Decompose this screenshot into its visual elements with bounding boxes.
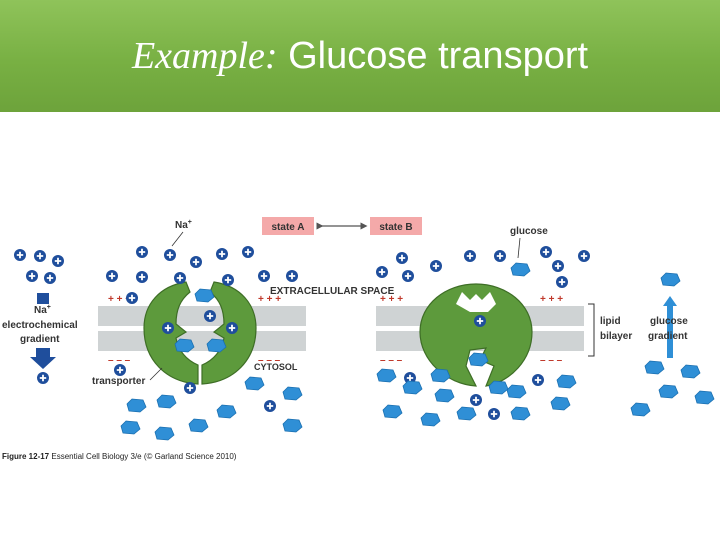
glucose-gradient-label-2: gradient <box>648 331 688 342</box>
svg-text:+ + +: + + + <box>258 294 281 305</box>
cytosol-label: CYTOSOL <box>254 362 298 372</box>
title-topic: Glucose transport <box>288 35 589 77</box>
svg-text:+ + +: + + + <box>540 294 563 305</box>
membrane-left <box>98 306 306 351</box>
svg-text:– – –: – – – <box>380 355 403 366</box>
down-arrow-icon <box>30 348 56 369</box>
electrochemical-label: electrochemical <box>2 320 78 331</box>
bilayer-label: bilayer <box>600 331 632 342</box>
svg-text:– – –: – – – <box>108 355 131 366</box>
up-arrow-icon <box>663 296 677 358</box>
state-a-label: state A <box>272 222 305 233</box>
svg-text:– – –: – – – <box>258 355 281 366</box>
title-example: Example: <box>131 35 278 77</box>
bilayer-bracket <box>588 303 595 357</box>
na-square-icon <box>37 293 49 304</box>
glucose-label: glucose <box>510 226 548 237</box>
svg-text:– – –: – – – <box>540 355 563 366</box>
na-label: Na+ <box>175 219 192 231</box>
na-pointer <box>171 231 184 247</box>
figure-caption: Figure 12-17 Essential Cell Biology 3/e … <box>2 452 237 461</box>
glucose-gradient-label: glucose <box>650 316 688 327</box>
slide-title: Example: Glucose transport <box>0 34 720 78</box>
gradient-label: gradient <box>20 334 60 345</box>
glucose-transport-figure: + + + + + + + + + + + + – – – – – – – – – – … <box>2 217 715 441</box>
transporter-pointer <box>149 367 163 381</box>
transporter-label: transporter <box>92 376 145 387</box>
svg-text:+ + +: + + + <box>380 294 403 305</box>
state-a-box <box>262 217 314 235</box>
extracellular-space-label: EXTRACELLULAR SPACE <box>270 286 395 297</box>
glucose-pointer <box>517 237 521 259</box>
state-b-box <box>370 217 422 235</box>
gradient-na-label: Na+ <box>34 304 51 316</box>
membrane-charges: + + + + + + + + + + + + – – – – – – – – – – … <box>108 294 563 366</box>
glucose-molecules <box>120 262 715 441</box>
title-banner <box>0 0 720 112</box>
state-b-label: state B <box>379 222 412 233</box>
svg-text:+ + +: + + + <box>108 294 131 305</box>
lipid-label: lipid <box>600 316 621 327</box>
